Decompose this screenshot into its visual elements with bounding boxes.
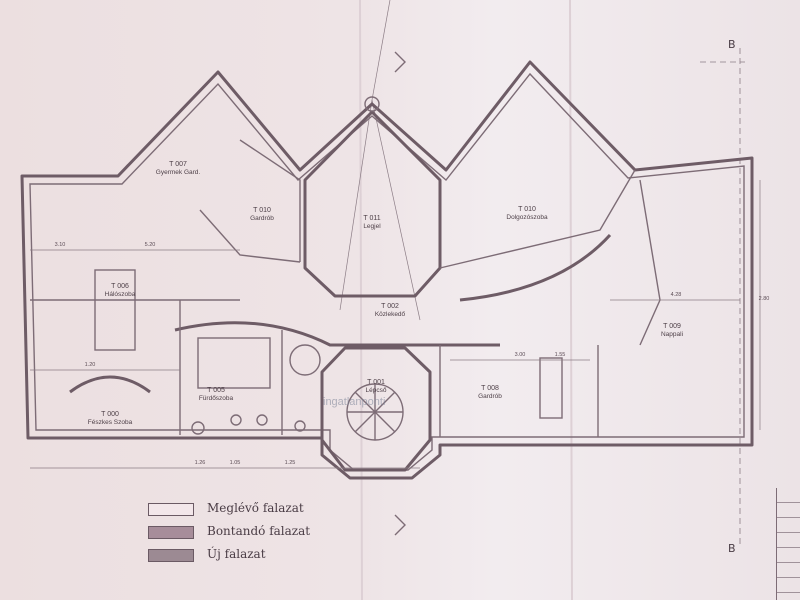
fireplace xyxy=(539,357,563,419)
room-name: Nappali xyxy=(661,331,683,338)
north-arrow-icon xyxy=(394,51,406,73)
dimension-label: 3.10 xyxy=(55,242,66,248)
room-name: Gyermek Gard. xyxy=(156,169,201,176)
interior-wall xyxy=(639,179,661,346)
room-code: T 010 xyxy=(253,207,271,214)
bathtub xyxy=(197,337,271,389)
sink xyxy=(256,414,268,426)
stair-step xyxy=(354,391,396,433)
outer-wall-inner xyxy=(29,72,745,471)
dimension-label: 1.20 xyxy=(85,362,96,368)
fold-line xyxy=(569,0,573,600)
outer-wall xyxy=(20,60,754,480)
room-name: Fészkes Szoba xyxy=(88,419,133,426)
room-code: T 005 xyxy=(207,387,225,394)
dimension-label: 2.80 xyxy=(759,296,770,302)
guide-line xyxy=(339,99,373,311)
section-marker-top: B xyxy=(728,38,736,51)
room-name: Fürdőszoba xyxy=(199,395,234,402)
curved-wall xyxy=(459,233,612,302)
room-code: T 007 xyxy=(169,161,187,168)
interior-wall xyxy=(199,209,301,263)
room-code: T 001 xyxy=(367,379,385,386)
room-code: T 002 xyxy=(381,303,399,310)
room-code: T 000 xyxy=(101,411,119,418)
watermark: ingatlanponti xyxy=(323,396,386,408)
room-code: T 008 xyxy=(481,385,499,392)
arrow-icon xyxy=(394,514,406,536)
title-block xyxy=(776,488,800,600)
legend-label-new: Új falazat xyxy=(207,547,266,561)
legend-swatch-demolish xyxy=(148,526,194,539)
interior-wall xyxy=(439,169,636,269)
legend-swatch-new xyxy=(148,549,194,562)
section-marker-bottom: B xyxy=(728,542,736,555)
legend-label-existing: Meglévő falazat xyxy=(207,501,304,515)
fold-line xyxy=(359,0,363,600)
dimension-label: 1.25 xyxy=(285,460,296,466)
dimension-label: 1.05 xyxy=(230,460,241,466)
room-name: Gardrób xyxy=(478,393,502,400)
room-code: T 009 xyxy=(663,323,681,330)
room-code: T 010 xyxy=(518,206,536,213)
arch xyxy=(69,375,151,394)
guide-line xyxy=(371,0,391,101)
room-name: Lépcső xyxy=(366,387,387,394)
dimension-labels: 1.26 1.05 1.25 3.10 4.28 1.20 3.00 5.20 1.55 2.80 xyxy=(55,242,770,466)
dimension-label: 1.26 xyxy=(195,460,206,466)
legend-label-demolish: Bontandó falazat xyxy=(207,524,311,538)
room-code: T 006 xyxy=(111,283,129,290)
bed xyxy=(94,269,136,351)
wc xyxy=(191,421,205,435)
dimension-label: 3.00 xyxy=(515,352,526,358)
dimension-label: 5.20 xyxy=(145,242,156,248)
column xyxy=(364,96,380,112)
stair-wall xyxy=(320,346,432,472)
room-name: Gardrób xyxy=(250,215,274,222)
door-swing xyxy=(289,344,321,376)
room-name: Legjel xyxy=(363,223,381,230)
guide-line xyxy=(371,99,421,321)
dimension-label: 1.55 xyxy=(555,352,566,358)
room-code: T 011 xyxy=(363,215,380,222)
room-name: Dolgozószoba xyxy=(506,214,548,221)
room-name: Közlekedő xyxy=(375,311,406,318)
sink xyxy=(230,414,242,426)
hall-wall xyxy=(303,110,442,298)
legend-swatch-existing xyxy=(148,503,194,516)
curved-corridor-wall xyxy=(174,321,500,347)
dimension-label: 4.28 xyxy=(671,292,682,298)
wc xyxy=(294,420,306,432)
interior-wall xyxy=(239,139,301,262)
room-name: Hálószoba xyxy=(105,291,136,298)
